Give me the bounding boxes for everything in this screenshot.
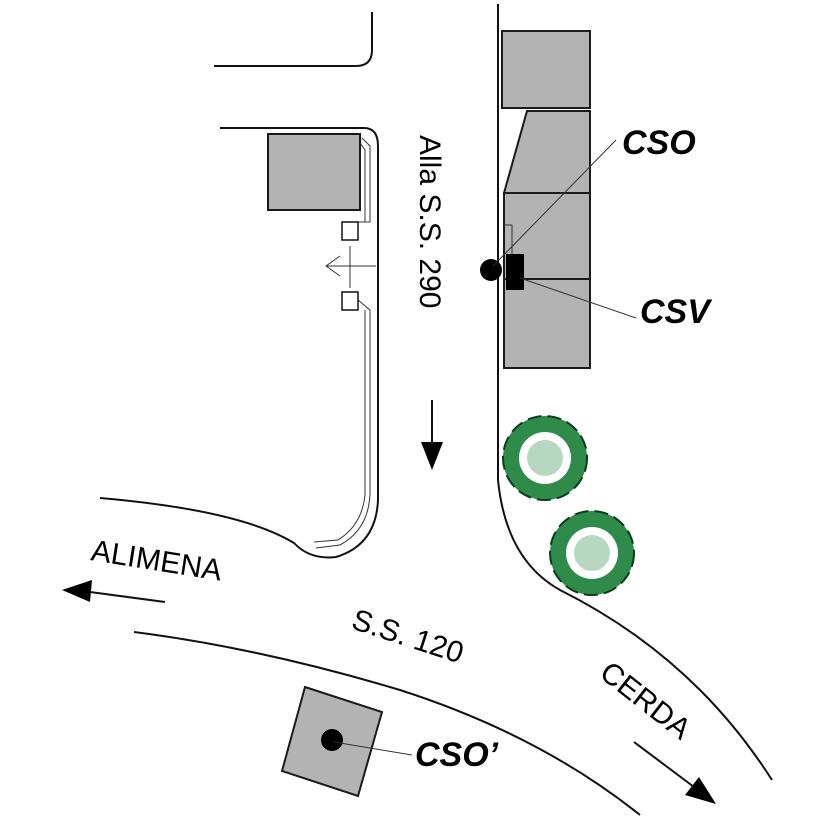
leader-cso-prime — [333, 741, 413, 756]
building-east-mid — [502, 110, 591, 194]
bush-icon — [549, 510, 635, 596]
road-edge-west — [99, 127, 379, 559]
thin-arrow — [325, 246, 376, 288]
direction-arrow-icon — [421, 400, 443, 470]
station-dot-icon — [480, 259, 502, 281]
main-road-label: S.S. 120 — [348, 603, 468, 670]
fence-line — [315, 137, 371, 549]
direction-arrow-icon — [633, 741, 716, 804]
cso-prime-label: CSO’ — [415, 736, 499, 774]
block-edge-top — [214, 12, 373, 67]
side-road-label: Alla S.S. 290 — [413, 135, 446, 308]
east-destination-label: CERDA — [594, 656, 697, 747]
direction-arrow-icon — [62, 580, 166, 603]
station-dot-icon — [321, 729, 343, 751]
cso-label: CSO — [622, 124, 696, 162]
bush-icon — [502, 415, 588, 501]
leader-csv — [519, 277, 637, 319]
csv-label: CSV — [640, 293, 713, 331]
road-edge-east — [497, 4, 773, 781]
building-east-bottom — [503, 278, 591, 369]
building-west — [267, 133, 361, 211]
small-box-1 — [341, 221, 359, 241]
west-destination-label: ALIMENA — [89, 534, 224, 587]
small-box-2 — [341, 291, 359, 311]
csv-block — [506, 254, 524, 290]
leader-cso — [492, 139, 617, 267]
road-edge-south — [133, 631, 641, 816]
building-east-top — [501, 30, 591, 109]
